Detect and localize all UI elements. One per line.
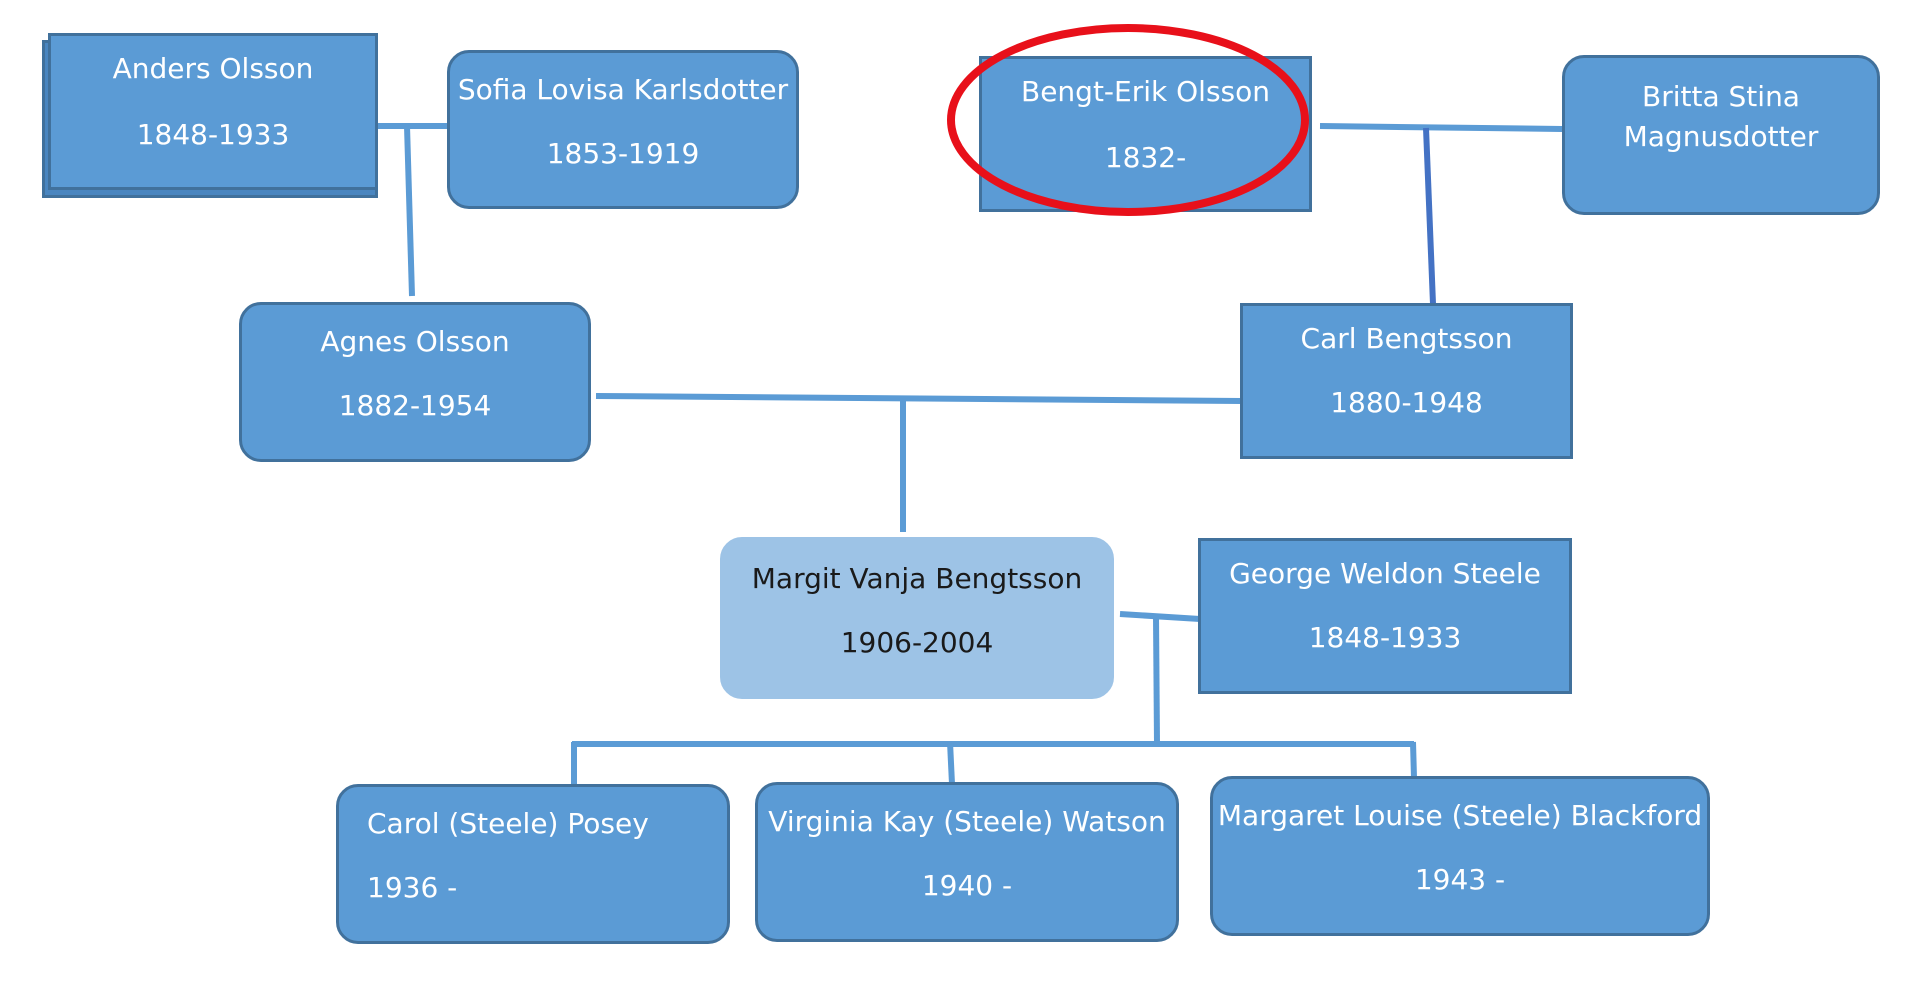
connector-margit-george	[1119, 611, 1201, 622]
person-carl-bengtsson[interactable]: Carl Bengtsson 1880-1948	[1240, 303, 1573, 459]
person-carol-steele-posey[interactable]: Carol (Steele) Posey 1936 -	[336, 784, 730, 944]
person-name: George Weldon Steele	[1229, 557, 1541, 590]
person-years: 1882-1954	[338, 389, 492, 422]
person-name: Sofia Lovisa Karlsdotter	[457, 73, 789, 106]
person-bengt-erik-olsson[interactable]: Bengt-Erik Olsson 1832-	[979, 56, 1312, 212]
person-name: Bengt-Erik Olsson	[1020, 75, 1270, 108]
person-years: 1832-	[1104, 141, 1187, 174]
person-sofia-lovisa-karlsdotter[interactable]: Sofia Lovisa Karlsdotter 1853-1919	[447, 50, 799, 209]
person-agnes-olsson[interactable]: Agnes Olsson 1882-1954	[239, 302, 591, 462]
person-years: 1936 -	[367, 871, 458, 904]
person-years: 1943 -	[1414, 863, 1506, 896]
person-years: 1940 -	[921, 869, 1013, 902]
connector-margit-george-to-children	[1153, 615, 1160, 745]
person-anders-olsson[interactable]: Anders Olsson 1848-1933	[48, 33, 378, 190]
person-name-line-2: Magnusdotter	[1623, 120, 1819, 153]
connector-to-virginia	[947, 741, 955, 785]
person-george-weldon-steele[interactable]: George Weldon Steele 1848-1933	[1198, 538, 1572, 694]
person-name: Margaret Louise (Steele) Blackford	[1217, 799, 1703, 832]
person-name-line-1: Britta Stina	[1642, 80, 1800, 113]
connector-bengt-britta-to-carl	[1423, 127, 1436, 305]
person-years: 1880-1948	[1330, 386, 1483, 419]
person-name: Carl Bengtsson	[1300, 322, 1513, 355]
person-name: Anders Olsson	[112, 52, 314, 85]
person-britta-stina-magnusdotter[interactable]: Britta Stina Magnusdotter	[1562, 55, 1880, 215]
connector-agnes-carl	[595, 393, 1243, 404]
person-margaret-louise-steele-blackford[interactable]: Margaret Louise (Steele) Blackford 1943 …	[1210, 776, 1710, 936]
person-name: Virginia Kay (Steele) Watson	[768, 805, 1166, 838]
connector-to-margaret	[1410, 741, 1417, 779]
person-name: Margit Vanja Bengtsson	[751, 562, 1083, 595]
connector-anders-sofia-to-agnes	[404, 125, 415, 297]
person-years: 1906-2004	[840, 626, 994, 659]
person-name: Carol (Steele) Posey	[367, 807, 649, 840]
person-years: 1848-1933	[1308, 621, 1462, 654]
person-name: Agnes Olsson	[320, 325, 510, 358]
person-virginia-kay-steele-watson[interactable]: Virginia Kay (Steele) Watson 1940 -	[755, 782, 1179, 942]
connector-bengt-britta	[1319, 123, 1563, 132]
person-margit-vanja-bengtsson[interactable]: Margit Vanja Bengtsson 1906-2004	[720, 537, 1114, 699]
person-years: 1853-1919	[546, 137, 700, 170]
person-years: 1848-1933	[136, 118, 290, 151]
